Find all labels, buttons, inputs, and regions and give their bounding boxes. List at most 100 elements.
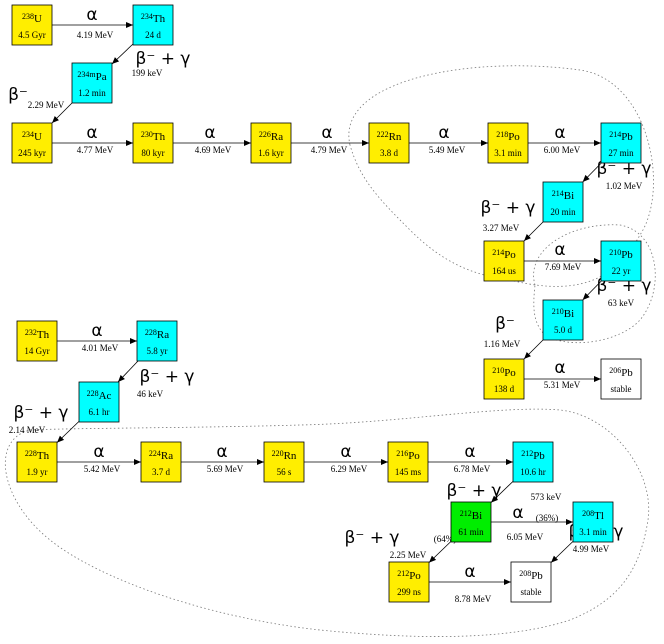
nuclide-box [388, 561, 430, 603]
nuclide-element: Pb [621, 131, 633, 143]
nuclide-halflife: 164 us [492, 266, 516, 276]
nuclide-element: Th [37, 450, 50, 462]
nuclide-halflife: 1.6 kyr [258, 148, 284, 158]
decay-type: α [86, 5, 97, 25]
decay-th230-to-ra226: α4.69 MeV [173, 123, 251, 155]
nuclide-element: Po [409, 570, 421, 582]
nuclide-box [78, 381, 120, 423]
nuclide-box [263, 441, 305, 483]
decay-energy: 6.78 MeV [454, 464, 491, 474]
nuclide-symbol: 234mPa [77, 70, 106, 83]
nuclide-box [11, 4, 53, 46]
decay-energy: 2.29 MeV [28, 100, 65, 110]
nuclide-mass: 230 [141, 130, 153, 139]
decay-po218-to-pb214: α 6.00 MeV [528, 123, 601, 155]
decay-arrow [582, 162, 602, 183]
decay-energy: 1.16 MeV [484, 339, 521, 349]
nuclide-element: Ac [99, 390, 112, 402]
decay-energy: 4.69 MeV [195, 145, 232, 155]
nuclide-symbol: 226Ra [259, 130, 283, 143]
nuclide-box [572, 501, 614, 543]
nuclide-element: Pb [531, 570, 543, 582]
decay-pb214-to-bi214: β⁻ + γ1.02 MeV [582, 159, 652, 191]
nuclide-mass: 234 [22, 130, 34, 139]
decay-u234-to-th230: α 4.77 MeV [52, 123, 133, 155]
nuclide-mass: 212 [397, 569, 409, 578]
thorium228-region [5, 408, 650, 637]
decay-ra228-to-ac228: β⁻ + γ46 keV [117, 360, 194, 399]
nuclide-mass: 234m [77, 70, 96, 79]
decay-type: α [438, 123, 449, 143]
nuclide-mass: 210 [492, 366, 504, 375]
nuclide-element: Po [504, 249, 516, 261]
nuclide-box [600, 358, 642, 400]
decay-branch-ratio: (36%) [536, 513, 559, 523]
nuclide-element: Ra [157, 329, 169, 341]
nuclide-symbol: 238U [22, 12, 42, 25]
nuclide-box [542, 181, 584, 223]
nuclide-mass: 224 [149, 449, 161, 458]
nuclide-element: Th [37, 329, 50, 341]
nuclide-symbol: 216Po [396, 449, 420, 462]
nuclide-element: Bi [472, 510, 482, 522]
decay-th228-to-ra224: α5.42 MeV [57, 442, 141, 474]
decay-energy: 5.49 MeV [429, 145, 466, 155]
nuclide-element: Pb [621, 367, 633, 379]
nuclide-symbol: 228Th [25, 449, 50, 462]
decay-type: α [91, 321, 102, 341]
decay-ra224-to-rn220: α5.69 MeV [181, 442, 264, 474]
decay-energy: 4.19 MeV [77, 30, 114, 40]
nuclide-symbol: 206Pb [609, 366, 633, 379]
decay-type: α [554, 123, 565, 143]
nuclide-element: Rn [284, 450, 297, 462]
nuclide-halflife: 3.8 d [380, 148, 399, 158]
decay-bi210-to-po210: β⁻1.16 MeV [484, 314, 544, 360]
nuclide-mass: 228 [25, 449, 37, 458]
decay-type: β⁻ + γ [597, 159, 652, 179]
nuclide-box [132, 122, 174, 164]
decay-energy: 6.05 MeV [507, 532, 544, 542]
decay-rn222-to-po218: α 5.49 MeV [409, 123, 488, 155]
nuclide-box [16, 441, 58, 483]
decay-energy: 6.00 MeV [544, 145, 581, 155]
nuclide-symbol: 212Bi [460, 509, 482, 522]
nuclide-halflife: 3.7 d [152, 467, 171, 477]
nuclide-ra226: 226Ra 1.6 kyr [250, 122, 292, 164]
decay-type: β⁻ [8, 85, 28, 105]
decay-energy: 6.29 MeV [331, 464, 368, 474]
nuclide-mass: 212 [521, 449, 533, 458]
nuclide-box [542, 299, 584, 341]
nuclide-symbol: 232Th [25, 328, 50, 341]
decay-arrow [550, 541, 574, 563]
nuclide-halflife: 10.6 hr [520, 467, 546, 477]
nuclide-halflife: 22 yr [612, 266, 631, 276]
nuclide-halflife: 299 ns [397, 587, 421, 597]
decay-type: α [86, 123, 97, 143]
nuclide-box [11, 122, 53, 164]
decay-ra226-to-rn222: α4.79 MeV [291, 123, 369, 155]
nuclide-element: Pb [621, 249, 633, 261]
decay-type: α [464, 562, 475, 582]
decay-bi212-to-po212: β⁻ + γ2.25 MeV(64%) [345, 528, 456, 563]
nuclide-box [510, 561, 552, 603]
nuclide-box [71, 62, 113, 104]
nuclide-mass: 238 [22, 12, 34, 21]
decay-energy: 4.77 MeV [77, 145, 114, 155]
nuclide-box [512, 441, 554, 483]
nuclide-element: U [34, 131, 42, 143]
nuclide-element: Po [408, 450, 420, 462]
nuclide-halflife: 6.1 hr [89, 407, 110, 417]
decay-arrow [523, 221, 544, 242]
decay-energy: 5.31 MeV [544, 380, 581, 390]
nuclide-symbol: 210Bi [552, 307, 574, 320]
